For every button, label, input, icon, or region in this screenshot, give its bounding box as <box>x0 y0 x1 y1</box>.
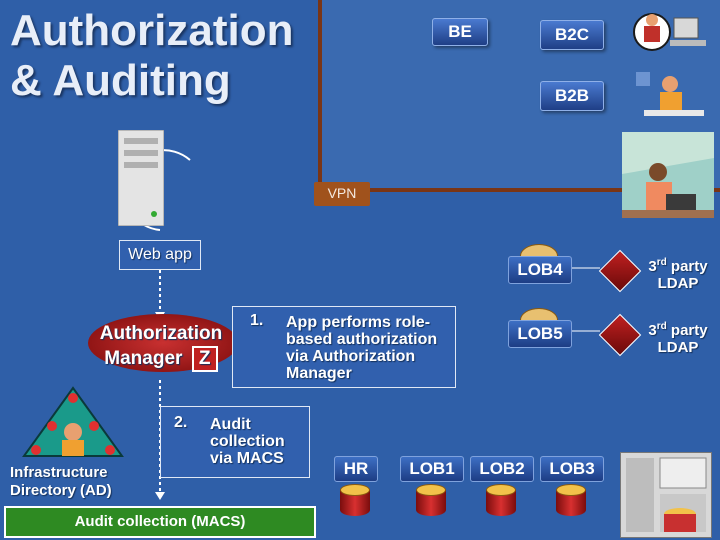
note-2-box <box>160 406 310 478</box>
infrastructure-directory-label: Infrastructure Directory (AD) <box>10 464 112 500</box>
ldap-2-word: party <box>670 322 708 339</box>
database-icon <box>486 484 516 518</box>
person-outdoor-laptop-icon <box>622 132 714 218</box>
b2b-node: B2B <box>540 81 604 111</box>
b2c-node: B2C <box>540 20 604 50</box>
auth-manager-badge: Z <box>191 346 218 372</box>
infra-line-2: Directory (AD) <box>10 482 112 499</box>
server-icon <box>118 130 164 226</box>
page-title: Authorization & Auditing <box>10 6 294 106</box>
database-icon <box>416 484 446 518</box>
ldap-1-line-2: LDAP <box>657 275 699 292</box>
note-2-text: Audit collection via MACS <box>210 416 285 467</box>
ldap-label-1: 3rd party LDAP <box>640 254 716 292</box>
title-line-2: & Auditing <box>10 56 231 105</box>
web-app-label: Web app <box>128 246 192 263</box>
note-2-line-2: collection <box>210 433 285 450</box>
ldap-1-line-1: 3rd party <box>640 254 716 275</box>
ldap-2-sup: rd <box>656 321 667 332</box>
note-2-line-1: Audit <box>210 416 251 433</box>
infra-line-1: Infrastructure <box>10 464 108 481</box>
lob3-node: LOB3 <box>540 456 604 482</box>
mainframe-icon <box>620 452 712 538</box>
auth-manager-line-1: Authorization <box>99 323 223 344</box>
note-2-number: 2. <box>174 414 188 431</box>
vpn-label: VPN <box>314 182 370 206</box>
web-app-box: Web app <box>119 240 201 270</box>
ldap-1-num: 3 <box>648 258 657 275</box>
person-at-computer-icon <box>633 13 706 51</box>
note-1-text: App performs role- based authorization v… <box>286 314 437 382</box>
note-1-line-3: via Authorization <box>286 348 416 365</box>
lob4-node: LOB4 <box>508 256 572 284</box>
ldap-1-sup: rd <box>656 257 667 268</box>
note-1-line-2: based authorization <box>286 331 438 348</box>
directory-pyramid-icon <box>22 386 124 457</box>
ldap-2-line-2: LDAP <box>657 339 699 356</box>
note-1-line-1: App performs role- <box>286 314 431 331</box>
auth-manager-word: Manager <box>104 348 183 369</box>
person-at-laptop-icon <box>630 66 714 130</box>
ldap-2-line-1: 3rd party <box>640 318 716 339</box>
ldap-label-2: 3rd party LDAP <box>640 318 716 356</box>
lob1-node: LOB1 <box>400 456 464 482</box>
ldap-1-word: party <box>670 258 708 275</box>
authorization-manager-label: Authorization Manager Z <box>94 322 228 372</box>
note-1-box <box>232 306 456 388</box>
ldap-2-num: 3 <box>648 322 657 339</box>
database-icon <box>556 484 586 518</box>
lob2-node: LOB2 <box>470 456 534 482</box>
title-line-1: Authorization <box>10 6 294 55</box>
note-1-line-4: Manager <box>286 365 352 382</box>
note-1-number: 1. <box>250 312 264 329</box>
audit-collection-bar: Audit collection (MACS) <box>4 506 316 538</box>
auth-manager-line-2: Manager Z <box>94 346 228 372</box>
lob5-node: LOB5 <box>508 320 572 348</box>
database-icon <box>340 484 370 518</box>
be-node: BE <box>432 18 488 46</box>
note-2-line-3: via MACS <box>210 450 284 467</box>
hr-node: HR <box>334 456 378 482</box>
